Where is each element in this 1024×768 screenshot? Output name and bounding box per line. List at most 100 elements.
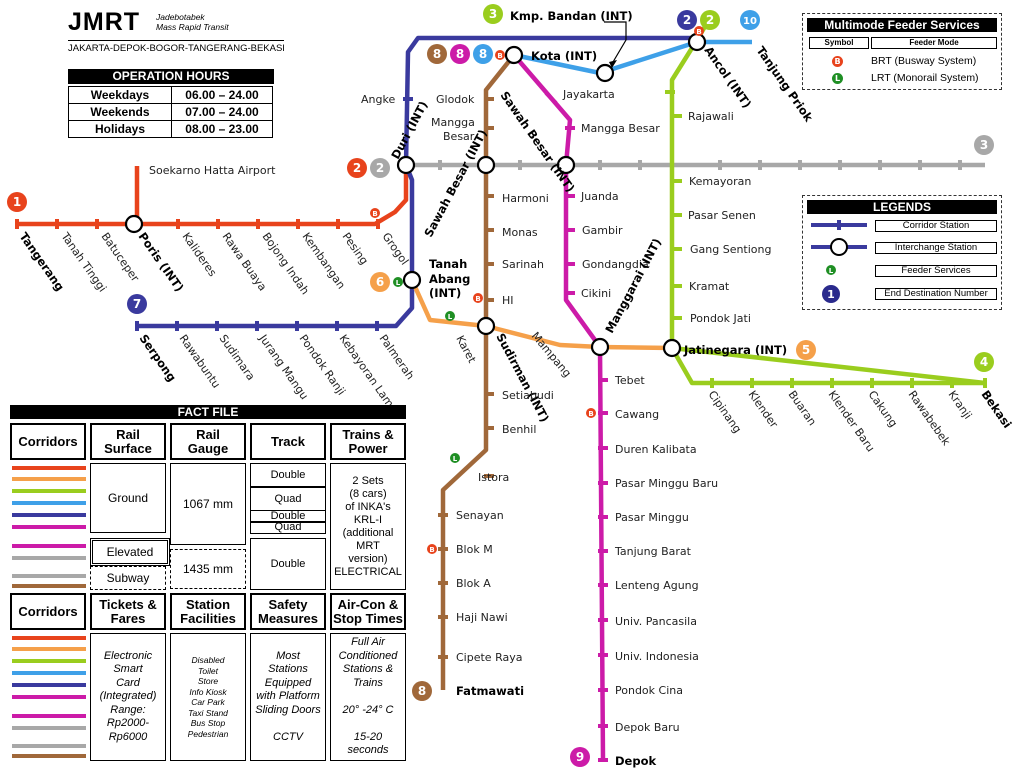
station-kemayoran: Kemayoran [689,175,751,188]
station-tebet: Tebet [614,374,645,387]
station-cikini: Cikini [581,287,611,300]
brt-icon [370,208,380,218]
brt-icon [473,293,483,303]
brt-icon [427,544,437,554]
surface-ground: Ground [90,463,166,533]
station-depok-baru: Depok Baru [615,721,680,734]
station-label-red: Pesing [340,230,371,267]
station-istora: Istora [478,471,509,484]
station-label-navy: Serpong [137,332,180,385]
legend-interchange-station: Interchange Station [875,242,997,254]
track-double: Double [250,463,326,487]
track-quad-2: Quad [250,521,326,534]
station-hi: HI [502,294,514,307]
feeder-letter: L [396,279,401,287]
station-tanjung-barat: Tanjung Barat [614,545,692,558]
end-number-badge [974,135,994,155]
station-pondok-jati: Pondok Jati [690,312,751,325]
corridor-swatch [12,726,86,730]
interchange-node [476,155,496,175]
legends-title: LEGENDS [807,200,997,214]
station-label-lime: Cipinang [706,388,744,435]
station-haji-nawi: Haji Nawi [456,611,508,624]
corridor-swatch [12,489,86,493]
gauge-1067: 1067 mm [170,463,246,545]
station-blok-a: Blok A [456,577,491,590]
interchange-node [124,214,144,234]
station-monas: Monas [502,226,538,239]
svg-text:1: 1 [827,288,835,301]
interchange-node [590,337,610,357]
feeder-letter: L [448,313,453,321]
brt-label: BRT (Busway System) [871,55,977,67]
end-number-badge [7,192,27,212]
legend-symbols: L 1 [811,220,867,303]
fact-header: Air-Con &Stop Times [330,593,406,630]
station-univ-indonesia: Univ. Indonesia [615,650,699,663]
end-number-text: 6 [376,275,384,289]
corridor-swatch [12,671,86,675]
end-number-text: 8 [456,47,464,61]
corridor-swatch [12,695,86,699]
end-number-badge [473,44,493,64]
station-label-navy: Sudimara [217,332,258,383]
station-angke: Angke [361,93,395,106]
corridor-swatch [12,525,86,529]
corridor-swatch [12,683,86,687]
interchange-node [687,32,707,52]
corridor-swatch [12,754,86,758]
corridor-swatch [12,714,86,718]
lime-line-east [671,345,986,386]
station-blok-m: Blok M [456,543,493,556]
station-harmoni: Harmoni [502,192,549,205]
corridor-swatch [12,513,86,517]
station-kmp-bandan: Kmp. Bandan (INT) [510,9,633,23]
feeder-letter: L [453,455,458,463]
fact-header: Trains &Power [330,423,406,460]
end-number-text: 5 [802,343,810,357]
station-tanah-abang: Tanah [429,257,467,271]
station-depok: Depok [615,754,656,768]
corridor-swatch [12,659,86,663]
station-benhil: Benhil [502,423,536,436]
corridor-swatch [12,544,86,548]
lrt-label: LRT (Monorail System) [871,72,979,84]
lrt-icon: L [832,73,843,84]
end-number-badge [412,681,432,701]
station-jatinegara: Jatinegara (INT) [683,343,787,357]
station-fatmawati: Fatmawati [456,684,524,698]
station-rajawali: Rajawali [688,110,734,123]
end-number-badge [974,352,994,372]
station-glodok: Glodok [436,93,475,106]
station-label-red: Kalideres [180,230,220,279]
station-sarinah: Sarinah [502,258,544,271]
corridor-swatch [12,556,86,560]
interchange-node [476,316,496,336]
track-double-3: Double [250,538,326,590]
operation-hours-title: OPERATION HOURS [68,69,274,84]
corridor-swatch [12,647,86,651]
station-label-red: Poris (INT) [136,230,187,295]
station-label-lime: Rawabebek [906,388,954,448]
brand-header: JMRT Jadebotabek Mass Rapid Transit JAKA… [68,8,285,54]
station-gondangdia: Gondangdia [582,258,649,271]
interchange-node [396,155,416,175]
station-manggarai: Manggarai (INT) [602,236,664,336]
station-mangga-besar: Mangga Besar [581,122,660,135]
feeder-letter: B [497,52,502,60]
brand-subtitle-line1: Jadebotabek [156,12,205,22]
station-label-lime: Klender [746,388,781,430]
end-number-badge [427,44,447,64]
feeder-letter: B [588,410,593,418]
corridor-swatch [12,501,86,505]
station-jayakarta: Jayakarta [562,88,615,101]
station-soekarno-hatta: Soekarno Hatta Airport [149,164,276,177]
orange-line [409,279,673,351]
